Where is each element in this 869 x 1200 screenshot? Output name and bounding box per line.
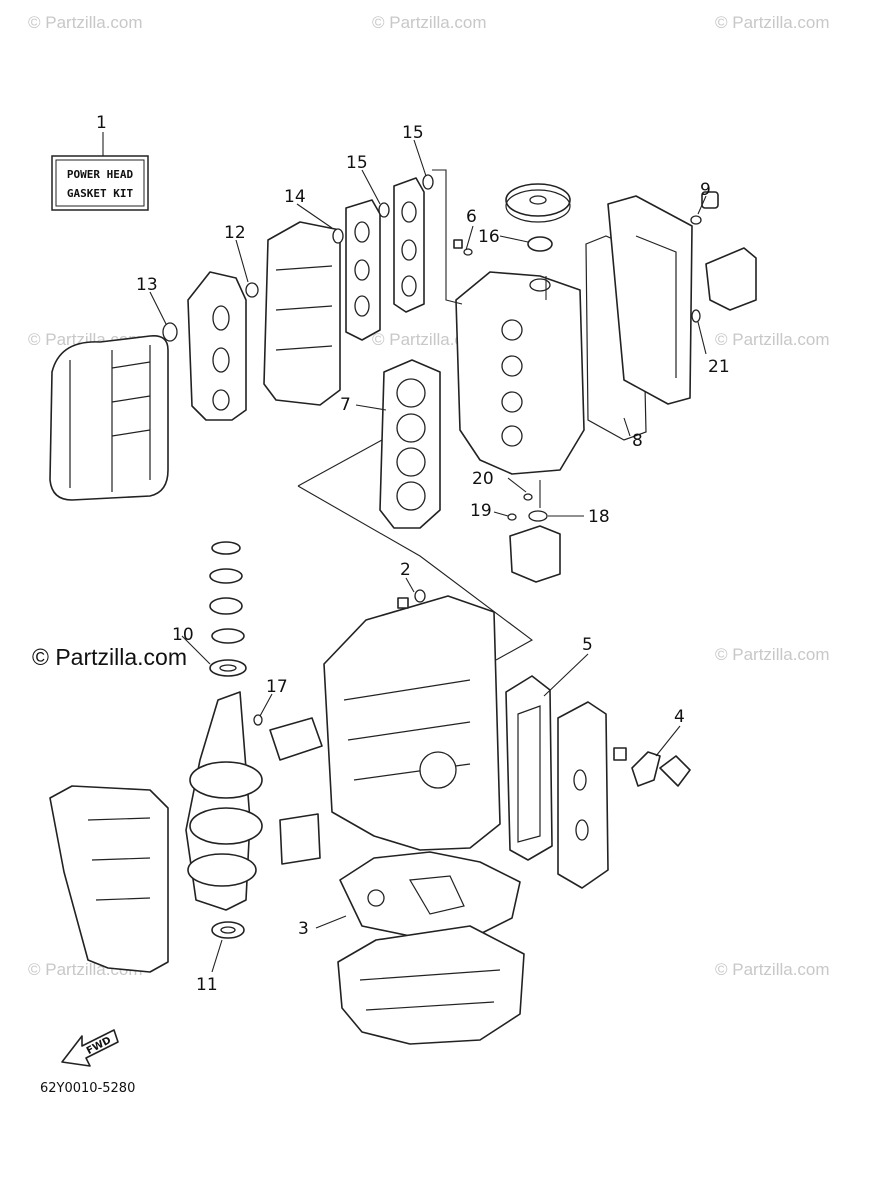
kit-line-2: GASKET KIT bbox=[67, 187, 134, 200]
callout-11: 11 bbox=[196, 975, 218, 995]
part-cover-gasket bbox=[585, 235, 647, 441]
watermark: © Partzilla.com bbox=[715, 13, 830, 32]
callout-3: 3 bbox=[298, 919, 309, 939]
callout-21: 21 bbox=[708, 357, 730, 377]
part-engine-base bbox=[337, 925, 525, 1045]
callout-8: 8 bbox=[632, 431, 643, 451]
kit-label-box: POWER HEAD GASKET KIT bbox=[51, 132, 149, 211]
part-crankshaft bbox=[185, 691, 323, 911]
part-5-gasket bbox=[505, 675, 553, 861]
callout-4: 4 bbox=[674, 707, 685, 727]
callout-9: 9 bbox=[700, 180, 711, 200]
part-cylinder-head bbox=[455, 271, 585, 475]
part-cover-plate bbox=[263, 221, 344, 406]
part-head-gasket bbox=[379, 359, 441, 529]
callout-10: 10 bbox=[172, 625, 194, 645]
part-oil-pump bbox=[507, 493, 561, 583]
callout-12: 12 bbox=[224, 223, 246, 243]
part-15-gasket-b bbox=[393, 174, 434, 313]
watermark: © Partzilla.com bbox=[28, 13, 143, 32]
callout-16: 16 bbox=[478, 227, 500, 247]
callout-20: 20 bbox=[472, 469, 494, 489]
kit-line-1: POWER HEAD bbox=[67, 168, 134, 181]
callout-1: 1 bbox=[96, 113, 107, 133]
callout-18: 18 bbox=[588, 507, 610, 527]
part-bolt-6 bbox=[453, 239, 473, 256]
watermark: © Partzilla.com bbox=[715, 330, 830, 349]
callout-17: 17 bbox=[266, 677, 288, 697]
part-pulley bbox=[505, 183, 571, 252]
callout-numbers: 1 2 3 4 5 6 7 8 9 10 11 12 13 14 15 15 1… bbox=[96, 113, 730, 995]
callout-13: 13 bbox=[136, 275, 158, 295]
part-15-gasket-a bbox=[345, 199, 390, 341]
callout-6: 6 bbox=[466, 207, 477, 227]
part-exhaust-plate bbox=[557, 701, 609, 889]
part-bearing-stack bbox=[209, 541, 247, 677]
watermark: © Partzilla.com bbox=[372, 13, 487, 32]
part-4-cover bbox=[613, 747, 691, 787]
leader-lines bbox=[149, 139, 707, 973]
callout-15a: 15 bbox=[346, 153, 368, 173]
fwd-arrow-icon: FWD bbox=[61, 1029, 119, 1067]
callout-15b: 15 bbox=[402, 123, 424, 143]
part-cylinder-block bbox=[323, 589, 501, 851]
part-head-cover bbox=[607, 195, 693, 405]
part-crankcase bbox=[49, 785, 169, 973]
diagram-code: 62Y0010-5280 bbox=[40, 1081, 135, 1096]
callout-2: 2 bbox=[400, 560, 411, 580]
part-oil-seal-lower bbox=[211, 921, 245, 939]
callout-19: 19 bbox=[470, 501, 492, 521]
watermark: © Partzilla.com bbox=[715, 645, 830, 664]
part-exhaust-gasket bbox=[187, 271, 259, 421]
part-thermostat bbox=[690, 191, 757, 323]
watermark-main: © Partzilla.com bbox=[32, 644, 187, 670]
part-exhaust-cover bbox=[49, 322, 178, 501]
watermark: © Partzilla.com bbox=[715, 960, 830, 979]
callout-7: 7 bbox=[340, 395, 351, 415]
part-base-gasket bbox=[339, 851, 521, 939]
callout-5: 5 bbox=[582, 635, 593, 655]
callout-14: 14 bbox=[284, 187, 306, 207]
